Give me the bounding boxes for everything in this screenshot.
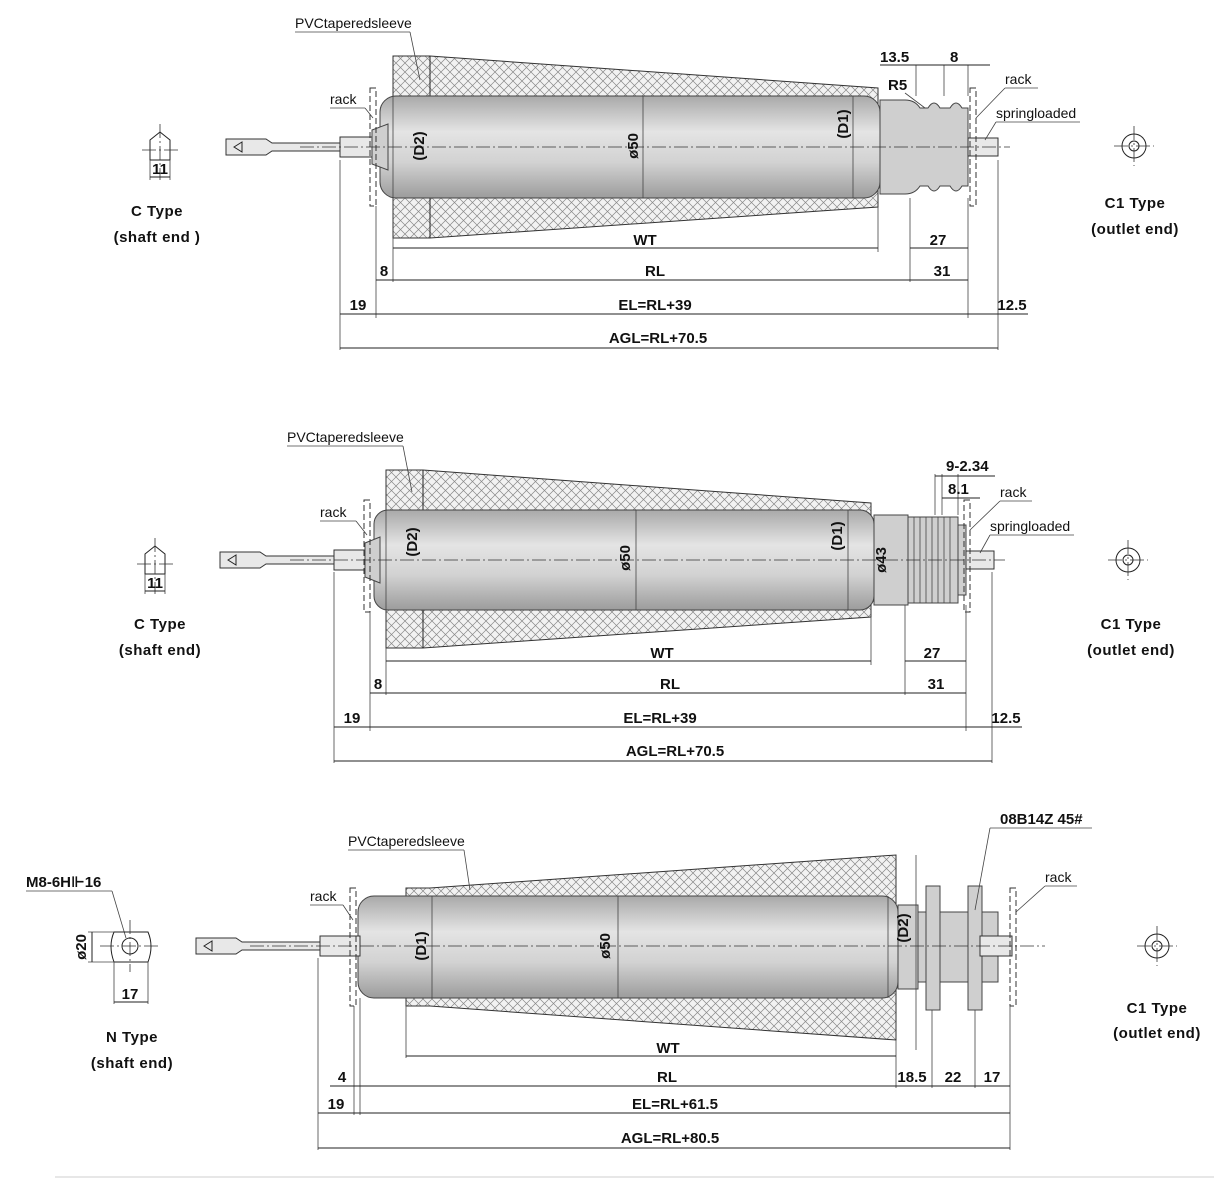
top-27: 27 <box>930 232 947 249</box>
middle-sleeve-label: PVCtaperedsleeve <box>287 429 404 445</box>
top-drawing: 13.5 8 R5 PVCtaperedsleeve rack rack spr… <box>114 15 1179 350</box>
bottom-agl: AGL=RL+80.5 <box>621 1130 719 1147</box>
middle-8: 8 <box>374 676 382 693</box>
top-12-5: 12.5 <box>997 297 1026 314</box>
bottom-4: 4 <box>338 1069 347 1086</box>
top-right-sub: (outlet end) <box>1091 221 1179 238</box>
bottom-sleeve-label: PVCtaperedsleeve <box>348 833 465 849</box>
top-19: 19 <box>350 297 367 314</box>
middle-rack-left <box>363 499 371 613</box>
middle-right-type: C1 Type <box>1101 616 1162 633</box>
middle-left-num: 11 <box>147 575 163 592</box>
middle-drawing: 9-2.34 8.1 PVCtaperedsleeve rack rack sp… <box>119 429 1175 763</box>
bottom-left-sub: (shaft end) <box>91 1055 173 1072</box>
bottom-left-end-view <box>110 931 152 963</box>
top-rack-left-label: rack <box>330 91 357 107</box>
top-31: 31 <box>934 263 951 280</box>
top-left-num: 11 <box>152 161 168 178</box>
top-dim-8: 8 <box>950 49 958 66</box>
bottom-d2: (D2) <box>895 913 912 942</box>
top-wt: WT <box>633 232 656 249</box>
middle-rack-right-label: rack <box>1000 484 1027 500</box>
bottom-wt: WT <box>656 1040 679 1057</box>
middle-agl: AGL=RL+70.5 <box>626 743 724 760</box>
middle-rack-right <box>963 499 971 613</box>
top-el: EL=RL+39 <box>618 297 691 314</box>
middle-d1: (D1) <box>829 521 846 550</box>
middle-31: 31 <box>928 676 945 693</box>
top-dia: ø50 <box>625 133 642 159</box>
bottom-dim-17-left: 17 <box>122 986 139 1003</box>
top-spring-label: springloaded <box>996 105 1076 121</box>
bottom-sprocket-label: 08B14Z 45# <box>1000 811 1083 828</box>
top-dim-r5: R5 <box>888 77 907 94</box>
middle-wt: WT <box>650 645 673 662</box>
bottom-d1: (D1) <box>413 931 430 960</box>
bottom-drawing: 08B14Z 45# PVCtaperedsleeve rack rack (D… <box>26 811 1201 1150</box>
middle-dia: ø50 <box>617 545 634 571</box>
bottom-dia20: ø20 <box>73 934 90 960</box>
top-agl: AGL=RL+70.5 <box>609 330 707 347</box>
top-left-type: C Type <box>131 203 183 220</box>
bottom-17: 17 <box>984 1069 1001 1086</box>
top-d2: (D2) <box>411 131 428 160</box>
middle-left-sub: (shaft end) <box>119 642 201 659</box>
bottom-sprocket-1 <box>925 885 941 1011</box>
bottom-rack-left <box>349 887 357 1007</box>
bottom-el: EL=RL+61.5 <box>632 1096 718 1113</box>
middle-dia43: ø43 <box>873 547 890 573</box>
bottom-right-sub: (outlet end) <box>1113 1025 1201 1042</box>
top-right-type: C1 Type <box>1105 195 1166 212</box>
bottom-left-type: N Type <box>106 1029 158 1046</box>
middle-19: 19 <box>344 710 361 727</box>
bottom-19: 19 <box>328 1096 345 1113</box>
bottom-rack-right <box>1009 887 1017 1007</box>
middle-dim-9-2-34: 9-2.34 <box>946 458 989 475</box>
bottom-rack-left-label: rack <box>310 888 337 904</box>
middle-right-sub: (outlet end) <box>1087 642 1175 659</box>
bottom-thread-label: M8-6H⊩16 <box>26 874 101 891</box>
middle-rl: RL <box>660 676 680 693</box>
bottom-18-5: 18.5 <box>897 1069 926 1086</box>
bottom-dia: ø50 <box>597 933 614 959</box>
top-left-sub: (shaft end ) <box>114 229 201 246</box>
top-rl: RL <box>645 263 665 280</box>
top-8: 8 <box>380 263 388 280</box>
bottom-rack-right-label: rack <box>1045 869 1072 885</box>
top-sleeve-label: PVCtaperedsleeve <box>295 15 412 31</box>
middle-rack-left-label: rack <box>320 504 347 520</box>
middle-d2: (D2) <box>404 527 421 556</box>
middle-el: EL=RL+39 <box>623 710 696 727</box>
middle-spring-label: springloaded <box>990 518 1070 534</box>
bottom-22: 22 <box>945 1069 962 1086</box>
bottom-right-type: C1 Type <box>1127 1000 1188 1017</box>
middle-left-type: C Type <box>134 616 186 633</box>
top-rack-right-label: rack <box>1005 71 1032 87</box>
middle-12-5: 12.5 <box>991 710 1020 727</box>
middle-dim-8-1: 8.1 <box>948 481 969 498</box>
top-d1: (D1) <box>835 109 852 138</box>
middle-27: 27 <box>924 645 941 662</box>
bottom-tube <box>357 895 899 999</box>
top-dim-13-5: 13.5 <box>880 49 909 66</box>
bottom-rl: RL <box>657 1069 677 1086</box>
